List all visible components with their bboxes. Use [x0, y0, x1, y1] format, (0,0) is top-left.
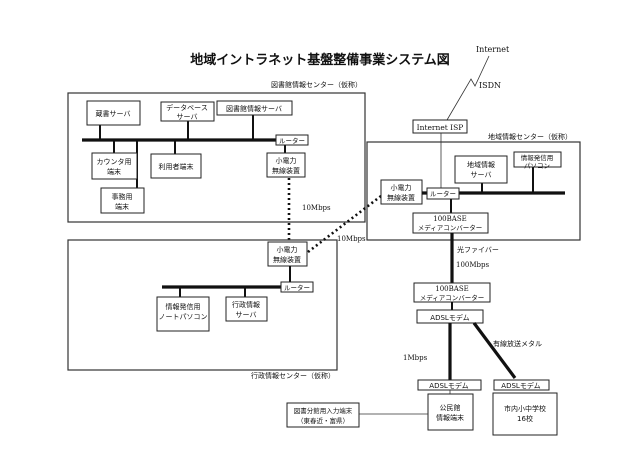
adsl-modem-label: ADSLモデム: [430, 313, 469, 322]
fiber-label: 光ファイバー: [457, 245, 499, 254]
community-modem-label: ADSLモデム: [429, 381, 468, 390]
community-modem-box: [417, 379, 482, 391]
office-terminal-label-1: 事務用: [112, 192, 133, 201]
remote-media-converter-label-1: 100BASE: [435, 285, 468, 293]
regional-pc-label-1: 情報発信用: [521, 153, 554, 162]
collection-server-box: [86, 100, 141, 126]
regional-pc-label-2: パソコン: [524, 162, 550, 170]
regional-center-frame: [366, 141, 581, 241]
notebook-pc-label-1: 情報発信用: [166, 302, 201, 311]
counter-terminal-label-2: 端末: [107, 167, 121, 176]
library-wireless-label-2: 無線装置: [272, 166, 300, 175]
regional-wireless-label-1: 小電力: [391, 183, 412, 192]
schools-label-2: 16校: [517, 414, 533, 423]
library-router-label: ルーター: [279, 136, 305, 145]
regional-server-label-1: 地域情報: [467, 160, 495, 169]
admin-wireless-box: [267, 241, 308, 267]
notebook-pc-label-2: ノートパソコン: [159, 313, 208, 321]
school-modem-box: [493, 379, 550, 391]
community-terminal-label-2: 情報端末: [436, 413, 464, 422]
library-router-box: [275, 134, 309, 146]
regional-server-label-2: サーバ: [471, 171, 492, 179]
database-server-box: [160, 101, 215, 122]
regional-media-converter-label-2: メディアコンバーター: [418, 223, 483, 232]
database-server-label-2: サーバ: [177, 113, 198, 121]
notebook-pc-box: [156, 296, 210, 332]
library-info-server-box: [216, 100, 293, 116]
database-server-label-1: データベース: [166, 103, 208, 112]
office-terminal-box: [100, 187, 145, 214]
regional-media-converter-label-1: 100BASE: [433, 215, 466, 223]
user-terminal-label: 利用者端末: [159, 162, 194, 171]
admin-server-label-2: サーバ: [236, 311, 257, 319]
internet-isp-label: Internet ISP: [417, 123, 464, 132]
branch-terminal-label-2: （東春近・富県）: [297, 416, 349, 425]
admin-router-box: [280, 281, 314, 293]
library-info-server-label: 図書館情報サーバ: [226, 104, 282, 113]
admin-wireless-label-1: 小電力: [277, 245, 298, 254]
collection-server-label: 蔵書サーバ: [96, 109, 131, 118]
library-wireless-label-1: 小電力: [276, 156, 297, 165]
remote-media-converter-label-2: メディアコンバーター: [420, 293, 485, 302]
school-modem-label: ADSLモデム: [501, 381, 540, 390]
cable-line-schools: [472, 322, 517, 379]
library-center-frame: [67, 92, 366, 223]
admin-server-box: [225, 296, 268, 322]
schools-label-1: 市内小中学校: [504, 404, 546, 413]
regional-wireless-label-2: 無線装置: [387, 193, 415, 202]
counter-terminal-box: [91, 152, 138, 180]
fiber-speed: 100Mbps: [456, 261, 489, 269]
diagram-title: 地域イントラネット基盤整備事業システム図: [190, 52, 450, 68]
internet-isp-box: [412, 119, 468, 134]
admin-router-label: ルーター: [284, 283, 310, 292]
schools-box: [492, 392, 558, 436]
isdn-label: ISDN: [479, 81, 501, 90]
admin-center-frame: [67, 239, 338, 371]
library-wireless-box: [266, 152, 306, 178]
office-terminal-label-2: 端末: [115, 202, 129, 211]
community-terminal-box: [427, 393, 474, 431]
adsl-speed-label: 1Mbps: [403, 354, 428, 362]
cable-metal-label: 有線放送メタル: [493, 339, 542, 348]
library-center-label: 図書館情報センター（仮称）: [271, 80, 362, 89]
regional-pc-box: [513, 151, 562, 168]
regional-center-label: 地域情報センター（仮称）: [488, 132, 572, 141]
admin-center-label: 行政情報センター（仮称）: [251, 371, 335, 380]
counter-terminal-label-1: カウンタ用: [97, 157, 132, 166]
branch-terminal-label-1: 図書分館用入力端末: [294, 406, 353, 415]
community-terminal-label-1: 公民館: [440, 403, 461, 412]
internet-label: Internet: [476, 45, 510, 54]
admin-wireless-speed: 10Mbps: [337, 235, 366, 243]
user-terminal-box: [150, 153, 202, 179]
branch-terminal-box: [286, 402, 360, 428]
regional-router-label: ルーター: [430, 189, 456, 198]
admin-regional-wireless-link: [307, 194, 382, 254]
admin-server-label-1: 行政情報: [232, 300, 260, 309]
regional-server-box: [454, 155, 508, 184]
regional-router-box: [426, 187, 460, 200]
library-wireless-speed: 10Mbps: [302, 204, 331, 212]
isdn-line: [446, 55, 490, 121]
admin-wireless-label-2: 無線装置: [273, 255, 301, 264]
